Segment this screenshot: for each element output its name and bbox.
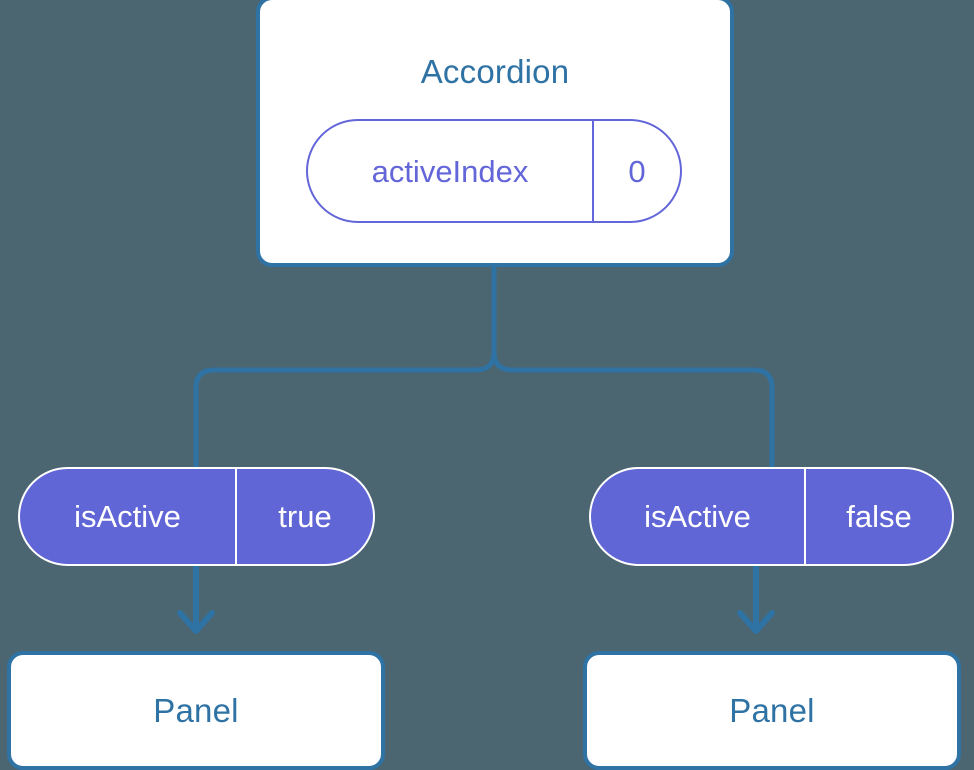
panel-component-card-left[interactable]: Panel	[7, 651, 385, 770]
accordion-title: Accordion	[420, 53, 570, 90]
state-pill-is-active-right[interactable]: isActive false	[589, 467, 954, 566]
state-pill-active-index[interactable]: activeIndex 0	[306, 119, 682, 223]
state-pill-active-index-value: 0	[592, 121, 680, 221]
state-pill-is-active-left[interactable]: isActive true	[18, 467, 375, 566]
panel-title-left: Panel	[153, 692, 239, 729]
state-pill-is-active-left-value: true	[235, 469, 373, 564]
state-pill-is-active-right-value: false	[804, 469, 952, 564]
state-pill-active-index-key: activeIndex	[371, 153, 529, 189]
state-pill-is-active-right-key: isActive	[644, 499, 751, 534]
state-pill-is-active-left-key: isActive	[74, 499, 181, 534]
panel-title-right: Panel	[729, 692, 815, 729]
panel-component-card-right[interactable]: Panel	[583, 651, 961, 770]
